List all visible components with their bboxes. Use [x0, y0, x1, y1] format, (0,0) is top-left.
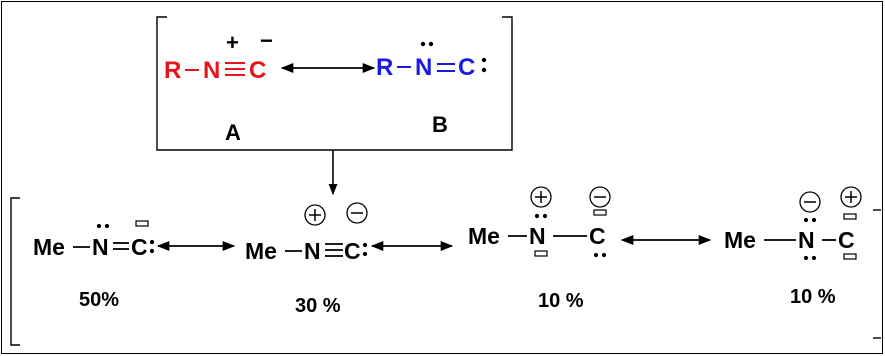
substituent-me: Me — [724, 227, 756, 253]
bottom-bracket — [10, 197, 881, 346]
bottom-structure-2: Me N C 30 % — [245, 202, 368, 317]
positive-charge-icon — [304, 204, 326, 226]
carbon: C — [344, 238, 361, 264]
empty-orbital — [843, 253, 857, 260]
nitrogen: N — [92, 234, 109, 260]
bottom-structure-4: Me N C 10 % — [724, 186, 862, 308]
negative-charge-icon — [346, 202, 368, 224]
top-bracket — [156, 16, 513, 151]
lone-pair — [420, 41, 434, 47]
empty-orbital — [534, 250, 548, 257]
structure-b: R N C B — [376, 41, 487, 137]
carbon: C — [838, 227, 855, 253]
structure-b-c: C — [458, 54, 475, 81]
substituent-me: Me — [468, 223, 500, 249]
substituent-me: Me — [33, 234, 65, 260]
percent-label: 10 % — [790, 286, 836, 308]
empty-orbital — [843, 213, 857, 220]
structure-a-n-charge: + — [226, 30, 239, 55]
substituent-me: Me — [245, 238, 277, 264]
negative-charge-icon — [589, 186, 611, 208]
structure-a-label: A — [225, 120, 241, 145]
percent-label: 30 % — [295, 295, 341, 317]
percent-label: 10 % — [538, 290, 584, 312]
percent-label: 50% — [79, 289, 119, 311]
nitrogen: N — [304, 238, 321, 264]
lone-pair — [481, 57, 487, 73]
triple-bond — [225, 62, 245, 76]
double-bond — [437, 63, 455, 72]
structure-b-label: B — [432, 112, 448, 137]
structure-a-n: N — [203, 57, 220, 84]
structure-a-c: C — [249, 57, 266, 84]
structure-a-c-charge: − — [260, 28, 273, 53]
nitrogen: N — [529, 223, 546, 249]
negative-charge-icon — [799, 191, 821, 213]
empty-orbital — [135, 220, 149, 227]
empty-orbital — [593, 209, 607, 216]
carbon: C — [589, 223, 606, 249]
structure-b-r: R — [376, 54, 393, 81]
bottom-structure-1: Me N C 50% — [33, 220, 155, 311]
positive-charge-icon — [840, 186, 862, 208]
carbon: C — [131, 234, 148, 260]
structure-a-r: R — [164, 57, 181, 84]
positive-charge-icon — [530, 186, 552, 208]
structure-a: R N + C − A — [164, 28, 273, 145]
bottom-structure-3: Me N C 10 % — [468, 186, 611, 312]
structure-b-n: N — [415, 54, 432, 81]
nitrogen: N — [798, 227, 815, 253]
